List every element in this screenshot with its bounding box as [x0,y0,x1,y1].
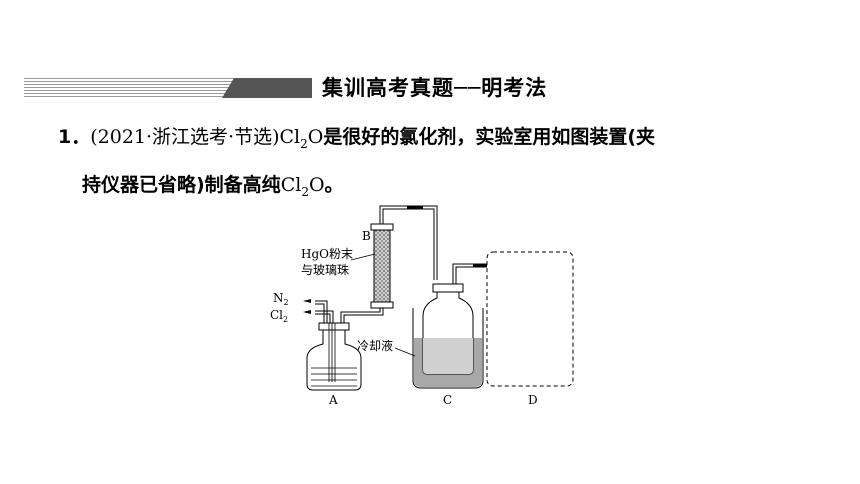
label-coolant: 冷却液 [357,338,393,353]
inlet-tubes [303,299,334,323]
question-line-1: 1．(2021·浙江选考·节选)Cl2O是很好的氯化剂，实验室用如图装置(夹 [58,122,655,151]
question-text-1: 是很好的氯化剂，实验室用如图装置(夹 [323,126,656,148]
bottle-c [422,283,474,375]
formula2-o: O [308,174,325,196]
label-hgo-1: HgO粉末 [301,247,353,261]
tube-c-d-inner [455,266,487,284]
column-b [370,223,394,309]
tube-b-c-inner [382,208,435,280]
formula2-sub: 2 [301,184,309,199]
question-text-end: 。 [324,174,344,196]
label-a: A [328,393,338,407]
label-d: D [528,393,538,407]
question-source: (2021·浙江选考·节选) [90,126,280,148]
banner-bar [222,78,312,98]
label-hgo-2: 与玻璃珠 [301,263,349,277]
flask-a [306,322,362,391]
formula2-cl: Cl [280,174,302,196]
box-d [486,251,574,387]
question-number: 1． [58,126,91,148]
label-n2: N2 [273,291,289,307]
formula-cl: Cl [279,126,301,148]
formula-sub: 2 [300,136,308,151]
question-text-2: 持仪器已省略)制备高纯 [82,174,281,196]
label-hgo-pointer [350,253,376,261]
formula-o: O [307,126,324,148]
label-b: B [362,229,371,243]
label-c: C [443,393,452,407]
label-coolant-pointer [394,347,416,357]
question-line-2: 持仪器已省略)制备高纯Cl2O。 [82,170,344,199]
banner-stripes [24,78,234,98]
label-cl2: Cl2 [270,308,288,324]
tube-a-b [340,308,381,323]
section-banner: 集训高考真题──明考法 [24,70,836,104]
apparatus-diagram: B HgO粉末 与玻璃珠 N2 Cl2 冷却液 A C D [270,205,574,407]
tube-a-b-inner [343,308,384,323]
section-title: 集训高考真题──明考法 [322,76,548,100]
